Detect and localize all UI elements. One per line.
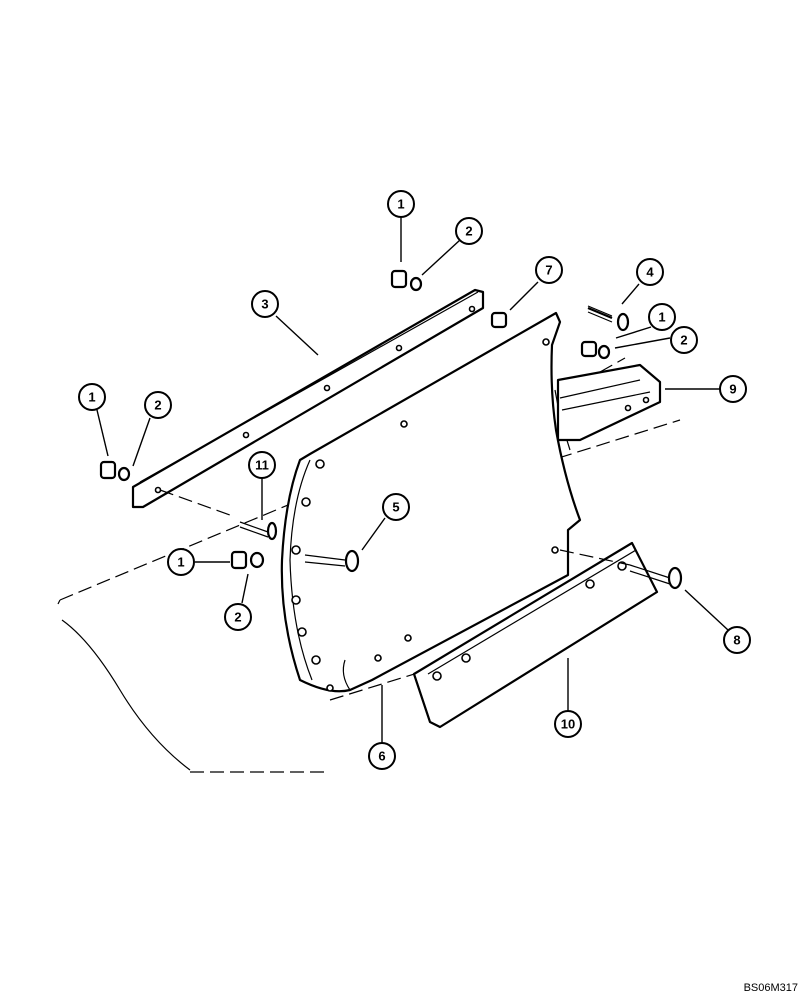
callout-2-lower-left: 2 (224, 603, 252, 631)
callout-3: 3 (251, 290, 279, 318)
callout-label: 2 (154, 398, 161, 413)
callout-2-top: 2 (455, 217, 483, 245)
callout-label: 2 (680, 333, 687, 348)
callout-2-right: 2 (670, 326, 698, 354)
callout-7: 7 (535, 256, 563, 284)
fasteners (99, 269, 683, 590)
callout-label: 2 (465, 224, 472, 239)
callout-11: 11 (248, 451, 276, 479)
callout-9: 9 (719, 375, 747, 403)
callout-8: 8 (723, 626, 751, 654)
callout-label: 7 (545, 263, 552, 278)
cutting-edge-9 (556, 357, 662, 442)
callout-label: 6 (378, 749, 385, 764)
callout-label: 1 (177, 555, 184, 570)
end-plate-6 (280, 311, 582, 693)
callout-label: 2 (234, 610, 241, 625)
callout-label: 1 (88, 390, 95, 405)
leader-lines (96, 217, 729, 743)
callout-label: 10 (561, 717, 575, 732)
callout-6: 6 (368, 742, 396, 770)
callout-label: 5 (392, 500, 399, 515)
callout-1-left: 1 (78, 383, 106, 411)
callout-1-top: 1 (387, 190, 415, 218)
callout-label: 11 (255, 458, 269, 473)
callout-5: 5 (382, 493, 410, 521)
callout-label: 1 (397, 197, 404, 212)
callout-4: 4 (636, 258, 664, 286)
callout-label: 3 (261, 297, 268, 312)
drawing-code: BS06M317 (743, 982, 798, 994)
callout-1-lower-left: 1 (167, 548, 195, 576)
callout-10: 10 (554, 710, 582, 738)
callout-2-left: 2 (144, 391, 172, 419)
callout-label: 9 (729, 382, 736, 397)
wear-strip-10 (412, 541, 659, 729)
callout-label: 4 (646, 265, 654, 280)
callout-1-right: 1 (648, 303, 676, 331)
callout-label: 8 (733, 633, 740, 648)
callout-label: 1 (658, 310, 665, 325)
